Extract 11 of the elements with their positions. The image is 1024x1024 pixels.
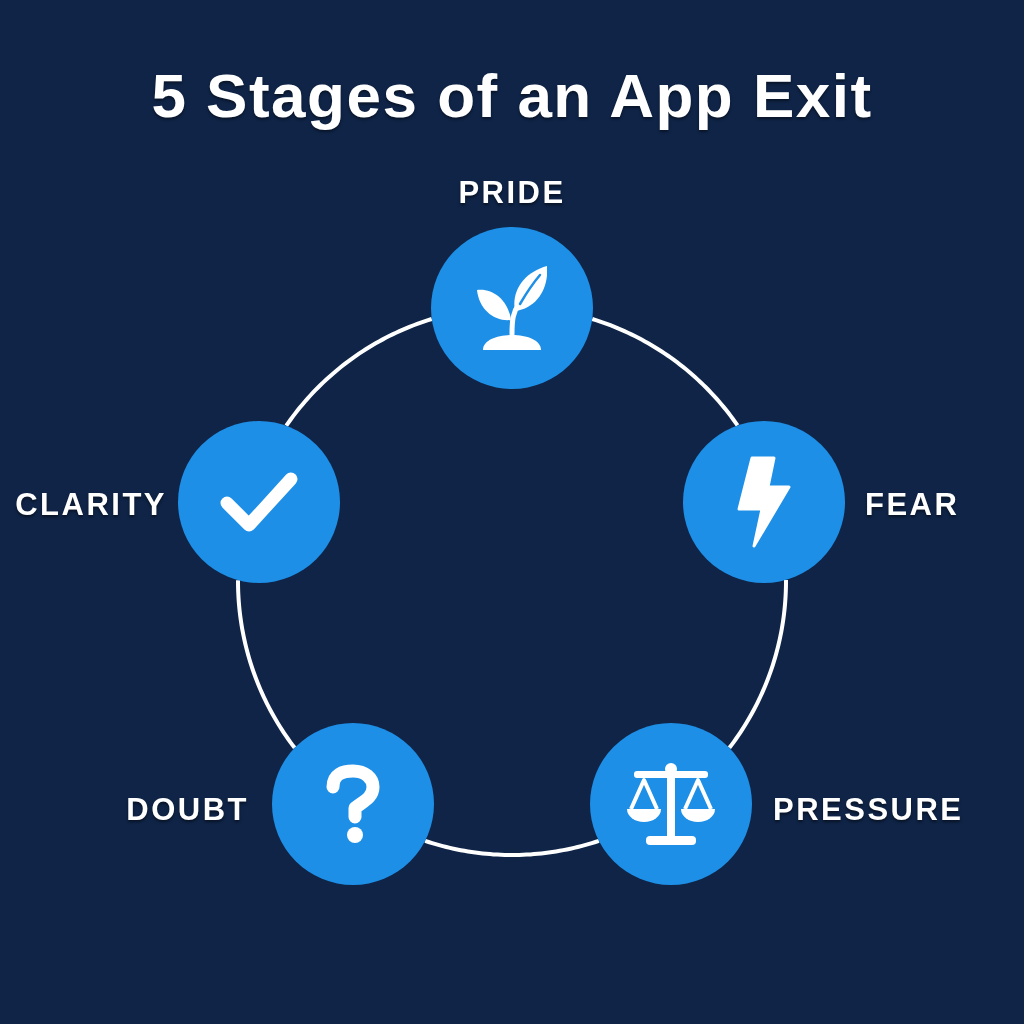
- title: 5 Stages of an App Exit: [151, 60, 873, 132]
- stage-label: DOUBT: [126, 792, 249, 828]
- connector-arc: [591, 317, 740, 427]
- connector-arc: [424, 838, 600, 857]
- connector-arc: [284, 317, 433, 427]
- stage-label: PRIDE: [458, 175, 566, 211]
- stage-label: CLARITY: [15, 487, 167, 523]
- stage-label: PRESSURE: [773, 792, 964, 828]
- stage-label: FEAR: [865, 487, 960, 523]
- connector-arc: [727, 579, 788, 750]
- connector-arc: [236, 580, 297, 750]
